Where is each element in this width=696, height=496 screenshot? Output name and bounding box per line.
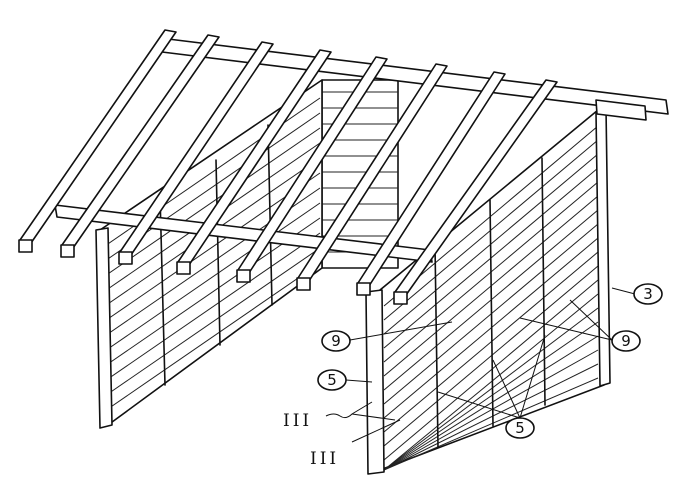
callout-5-left-label: 5 <box>327 371 337 389</box>
roof-rafters <box>18 29 558 305</box>
rafter-end <box>393 291 408 305</box>
right-board <box>383 363 599 471</box>
left-board <box>101 232 321 384</box>
section-mark-lower: III <box>310 449 339 469</box>
right-board <box>383 335 599 471</box>
rafter-end <box>296 277 311 291</box>
left-board <box>101 247 321 399</box>
right-board <box>383 321 599 471</box>
callout-9-left: 9 <box>321 330 351 352</box>
callout-9-right: 9 <box>611 330 641 352</box>
right-board <box>383 307 599 471</box>
right-board <box>383 251 599 433</box>
right-board <box>383 349 599 471</box>
rafter-end <box>60 244 75 258</box>
rafter-end <box>176 261 191 275</box>
right-board <box>383 377 599 471</box>
left-board <box>101 202 321 354</box>
left-board <box>101 172 321 324</box>
left-board <box>101 127 321 279</box>
callout-5-left: 5 <box>317 369 347 391</box>
rafter-end <box>18 239 33 253</box>
right-board <box>383 265 599 447</box>
right-long-wall <box>365 107 611 475</box>
right-board <box>383 293 599 471</box>
section-mark-upper: III <box>283 411 312 431</box>
callout-9-left-label: 9 <box>331 332 341 350</box>
rafter-end <box>356 282 371 296</box>
callout-3: 3 <box>633 283 663 305</box>
right-board <box>383 279 599 461</box>
callout-5-bottom: 5 <box>505 417 535 439</box>
callout-9-right-label: 9 <box>621 332 631 350</box>
leader-lines <box>325 287 636 443</box>
left-board <box>101 262 321 414</box>
rafter-end <box>118 251 133 265</box>
rafter-end <box>236 269 251 283</box>
callout-3-label: 3 <box>643 285 653 303</box>
callout-5-bottom-label: 5 <box>515 419 525 437</box>
